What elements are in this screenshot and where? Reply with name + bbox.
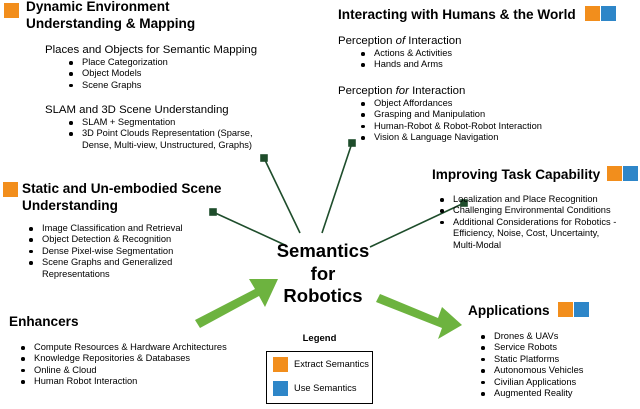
list-item: Compute Resources & Hardware Architectur…: [19, 342, 229, 353]
list-item: Knowledge Repositories & Databases: [19, 353, 229, 364]
interacting-group2-title: Perception for Interaction: [338, 85, 466, 97]
enhancers-list: Compute Resources & Hardware Architectur…: [19, 342, 229, 388]
list-item: Service Robots: [479, 342, 583, 353]
task-list: Localization and Place Recognition Chall…: [438, 194, 623, 251]
list-item: Actions & Activities: [359, 48, 452, 59]
dynamic-group1-title: Places and Objects for Semantic Mapping: [45, 44, 258, 56]
legend-use-label: Use Semantics: [294, 383, 357, 393]
extract-semantics-square: [607, 166, 622, 181]
list-item: Autonomous Vehicles: [479, 365, 583, 376]
list-item: Static Platforms: [479, 354, 583, 365]
use-semantics-square: [601, 6, 616, 21]
extract-semantics-square: [558, 302, 573, 317]
list-item: Scene Graphs: [67, 80, 168, 91]
list-item: Additional Considerations for Robotics -…: [438, 217, 623, 251]
list-item: Vision & Language Navigation: [359, 132, 542, 143]
connector-interacting: [321, 142, 353, 234]
connector-dynamic: [263, 157, 301, 234]
list-item: Human Robot Interaction: [19, 376, 229, 387]
list-item: SLAM + Segmentation: [67, 117, 282, 128]
list-item: Hands and Arms: [359, 59, 452, 70]
interacting-group2-list: Object Affordances Grasping and Manipula…: [359, 98, 542, 144]
dynamic-group1-list: Place Categorization Object Models Scene…: [67, 57, 168, 91]
list-item: Drones & UAVs: [479, 331, 583, 342]
static-title: Static and Un-embodied Scene Understandi…: [22, 181, 222, 213]
connector-task: [369, 202, 465, 248]
dynamic-group2-list: SLAM + Segmentation 3D Point Clouds Repr…: [67, 117, 282, 151]
list-item: Place Categorization: [67, 57, 168, 68]
legend-box: [266, 351, 373, 404]
arrow-enhancers-to-center: [195, 279, 278, 328]
interacting-group1-title: Perception of Interaction: [338, 35, 462, 47]
extract-semantics-square: [585, 6, 600, 21]
connector-static: [212, 211, 286, 246]
connector-node-dynamic: [260, 154, 268, 162]
list-item: Object Affordances: [359, 98, 542, 109]
center-title: Semantics for Robotics: [276, 240, 370, 306]
list-item: Object Detection & Recognition: [27, 234, 217, 245]
connector-node-interacting: [348, 139, 356, 147]
list-item: Dense Pixel-wise Segmentation: [27, 246, 217, 257]
list-item: Image Classification and Retrieval: [27, 223, 217, 234]
interacting-title: Interacting with Humans & the World: [338, 7, 576, 22]
applications-title: Applications: [468, 303, 550, 318]
list-item: Challenging Environmental Conditions: [438, 205, 623, 216]
list-item: Object Models: [67, 68, 168, 79]
arrow-center-to-applications: [376, 294, 462, 339]
static-list: Image Classification and Retrieval Objec…: [27, 223, 217, 280]
legend-extract-label: Extract Semantics: [294, 359, 369, 369]
legend-title: Legend: [302, 333, 337, 344]
list-item: Online & Cloud: [19, 365, 229, 376]
applications-list: Drones & UAVs Service Robots Static Plat…: [479, 331, 583, 399]
legend-extract-swatch: [273, 357, 288, 372]
list-item: Augmented Reality: [479, 388, 583, 399]
extract-semantics-square: [3, 182, 18, 197]
use-semantics-square: [574, 302, 589, 317]
list-item: 3D Point Clouds Representation (Sparse, …: [67, 128, 282, 151]
task-title: Improving Task Capability: [432, 167, 601, 182]
list-item: Scene Graphs and Generalized Representat…: [27, 257, 217, 280]
enhancers-title: Enhancers: [9, 314, 79, 329]
dynamic-group2-title: SLAM and 3D Scene Understanding: [45, 104, 229, 116]
connector-node-task: [460, 199, 468, 207]
extract-semantics-square: [4, 3, 19, 18]
list-item: Grasping and Manipulation: [359, 109, 542, 120]
list-item: Localization and Place Recognition: [438, 194, 623, 205]
dynamic-title: Dynamic Environment Understanding & Mapp…: [26, 0, 196, 31]
legend-use-swatch: [273, 381, 288, 396]
list-item: Civilian Applications: [479, 377, 583, 388]
list-item: Human-Robot & Robot-Robot Interaction: [359, 121, 542, 132]
connector-node-static: [209, 208, 217, 216]
use-semantics-square: [623, 166, 638, 181]
interacting-group1-list: Actions & Activities Hands and Arms: [359, 48, 452, 71]
